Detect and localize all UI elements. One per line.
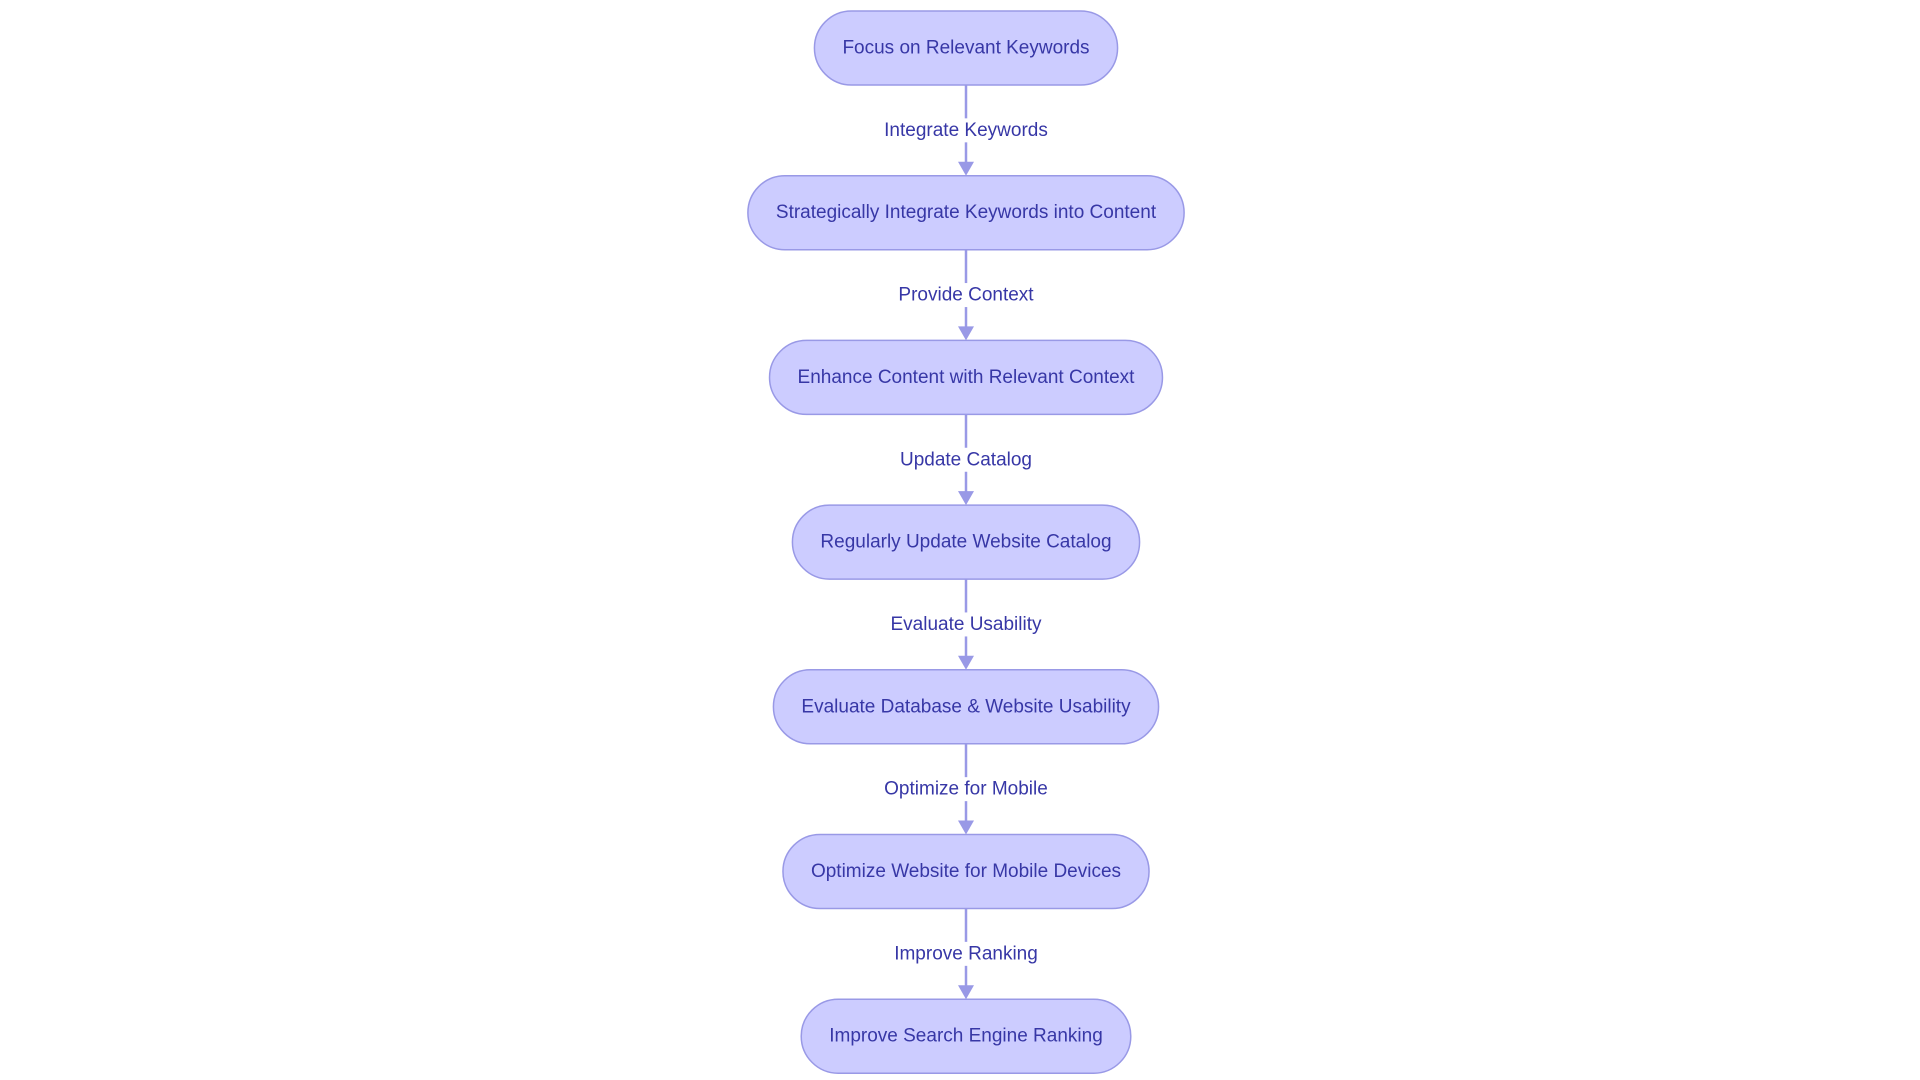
node-enhance-content-with-relevant-context: Enhance Content with Relevant Context <box>768 339 1164 416</box>
edge-label: Integrate Keywords <box>884 120 1048 141</box>
node-shape <box>768 339 1164 416</box>
edge-label: Update Catalog <box>900 449 1032 470</box>
edge-label-background <box>882 777 1050 802</box>
edge-update-catalog: Update Catalog <box>897 414 1035 506</box>
edge-label-background <box>888 612 1044 637</box>
edge-label: Provide Context <box>898 285 1034 306</box>
node-shape <box>791 504 1141 580</box>
edge-label-background <box>892 941 1040 966</box>
edge-label-background <box>897 447 1035 472</box>
node-label: Regularly Update Website Catalog <box>820 532 1111 553</box>
edge-label: Optimize for Mobile <box>884 779 1048 800</box>
node-label: Focus on Relevant Keywords <box>842 38 1089 59</box>
edge-label-background <box>896 283 1036 308</box>
node-label: Strategically Integrate Keywords into Co… <box>776 202 1157 223</box>
node-shape <box>813 10 1119 86</box>
arrow-head-icon <box>958 491 974 506</box>
arrow-head-icon <box>958 655 974 670</box>
node-strategically-integrate-keywords-into-content: Strategically Integrate Keywords into Co… <box>747 174 1185 251</box>
arrow-head-icon <box>958 820 974 835</box>
node-shape <box>772 669 1160 745</box>
nodes-layer: Focus on Relevant KeywordsStrategically … <box>747 10 1185 1074</box>
edge-optimize-for-mobile: Optimize for Mobile <box>882 743 1050 835</box>
node-label: Improve Search Engine Ranking <box>829 1026 1103 1047</box>
node-shape <box>782 833 1150 910</box>
edge-label: Improve Ranking <box>894 943 1038 964</box>
edge-improve-ranking: Improve Ranking <box>892 908 1040 1000</box>
arrow-head-icon <box>958 326 974 341</box>
node-improve-search-engine-ranking: Improve Search Engine Ranking <box>800 998 1132 1074</box>
node-regularly-update-website-catalog: Regularly Update Website Catalog <box>791 504 1141 580</box>
edge-label-background <box>882 118 1050 143</box>
node-focus-on-relevant-keywords: Focus on Relevant Keywords <box>813 10 1119 86</box>
node-shape <box>747 174 1185 251</box>
edge-evaluate-usability: Evaluate Usability <box>888 579 1044 670</box>
edge-provide-context: Provide Context <box>896 249 1036 341</box>
arrow-head-icon <box>958 985 974 1000</box>
node-label: Evaluate Database & Website Usability <box>801 696 1131 717</box>
node-evaluate-database-website-usability: Evaluate Database & Website Usability <box>772 669 1160 745</box>
node-shape <box>800 998 1132 1074</box>
edge-label: Evaluate Usability <box>890 614 1042 635</box>
edge-integrate-keywords: Integrate Keywords <box>882 85 1050 176</box>
node-label: Optimize Website for Mobile Devices <box>811 861 1121 882</box>
arrow-head-icon <box>958 161 974 176</box>
node-optimize-website-for-mobile-devices: Optimize Website for Mobile Devices <box>782 833 1150 910</box>
node-label: Enhance Content with Relevant Context <box>798 367 1136 388</box>
